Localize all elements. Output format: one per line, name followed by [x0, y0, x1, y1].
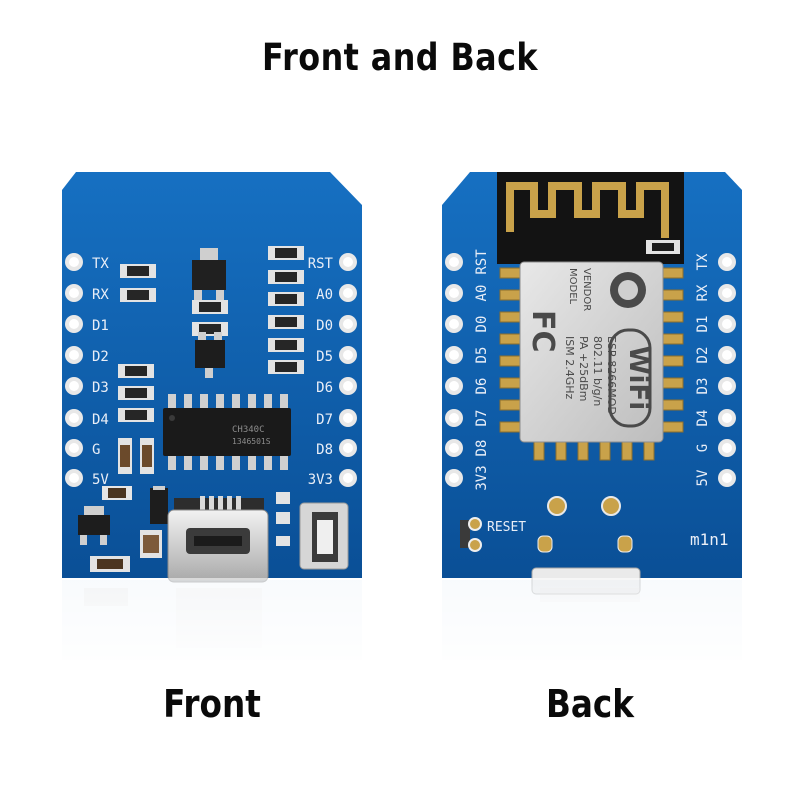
- front-right-pin-label: D0: [316, 318, 333, 334]
- chip-label-1: CH340C: [232, 425, 265, 435]
- back-left-pin-label: D7: [474, 410, 490, 427]
- back-left-pin-label: D6: [474, 378, 490, 395]
- front-right-pin-label: RST: [308, 256, 334, 272]
- module-text-line: VENDOR: [581, 268, 592, 311]
- front-left-pin-label: TX: [92, 256, 109, 272]
- antenna-trace: [506, 182, 669, 238]
- front-right-pin-label: D7: [316, 412, 333, 428]
- wifi-logo: WiFi: [608, 328, 653, 428]
- back-right-pin-label: D1: [695, 316, 711, 333]
- micro-usb-connector: [167, 496, 269, 583]
- module-text-line: PA +25dBm: [577, 336, 590, 401]
- back-left-pin-label: D0: [474, 316, 490, 333]
- svg-text:WiFi: WiFi: [623, 346, 653, 410]
- back-right-pin-label: RX: [695, 284, 711, 301]
- module-text-line: MODEL: [567, 268, 578, 305]
- front-left-pin-label: D4: [92, 412, 109, 428]
- back-right-pin-label: D4: [695, 410, 711, 427]
- front-right-pin-label: D8: [316, 442, 333, 458]
- front-left-pin-label: G: [92, 442, 100, 458]
- page-title: Front and Back: [262, 36, 538, 79]
- svg-text:FC: FC: [525, 310, 560, 353]
- module-text-line: 802.11 b/g/n: [591, 336, 604, 406]
- module-text-line: ISM 2.4GHz: [563, 336, 576, 400]
- front-left-pin-label: 5V: [92, 472, 109, 488]
- back-left-pin-label: 3V3: [474, 465, 490, 490]
- back-right-pin-label: 5V: [695, 469, 711, 486]
- front-left-pin-label: D2: [92, 349, 109, 365]
- board-label: m1n1: [690, 530, 729, 549]
- back-left-pin-label: RST: [474, 249, 490, 275]
- front-left-pin-label: RX: [92, 287, 109, 303]
- back-left-pin-label: D8: [474, 440, 490, 457]
- back-right-pin-label: G: [695, 444, 711, 452]
- back-right-pin-label: D2: [695, 347, 711, 364]
- back-left-pin-label: A0: [474, 285, 490, 302]
- front-right-pin-label: A0: [316, 287, 333, 303]
- front-right-pin-label: D5: [316, 349, 333, 365]
- fc-logo: FC: [525, 310, 560, 353]
- back-right-pin-label: D3: [695, 378, 711, 395]
- chip-label-2: 1346501S: [232, 437, 271, 446]
- usb-serial-chip: CH340C 1346501S: [163, 394, 291, 470]
- front-right-pin-label: 3V3: [308, 472, 333, 488]
- front-left-pin-label: D3: [92, 380, 109, 396]
- voltage-regulator: [192, 248, 226, 300]
- transistor: [195, 332, 225, 378]
- reset-label: RESET: [487, 520, 526, 535]
- front-left-pin-label: D1: [92, 318, 109, 334]
- reset-button: [299, 502, 349, 570]
- front-right-pin-label: D6: [316, 380, 333, 396]
- back-right-pin-label: TX: [695, 253, 711, 270]
- front-caption: Front: [163, 682, 261, 726]
- back-caption: Back: [545, 682, 635, 726]
- back-left-pin-label: D5: [474, 347, 490, 364]
